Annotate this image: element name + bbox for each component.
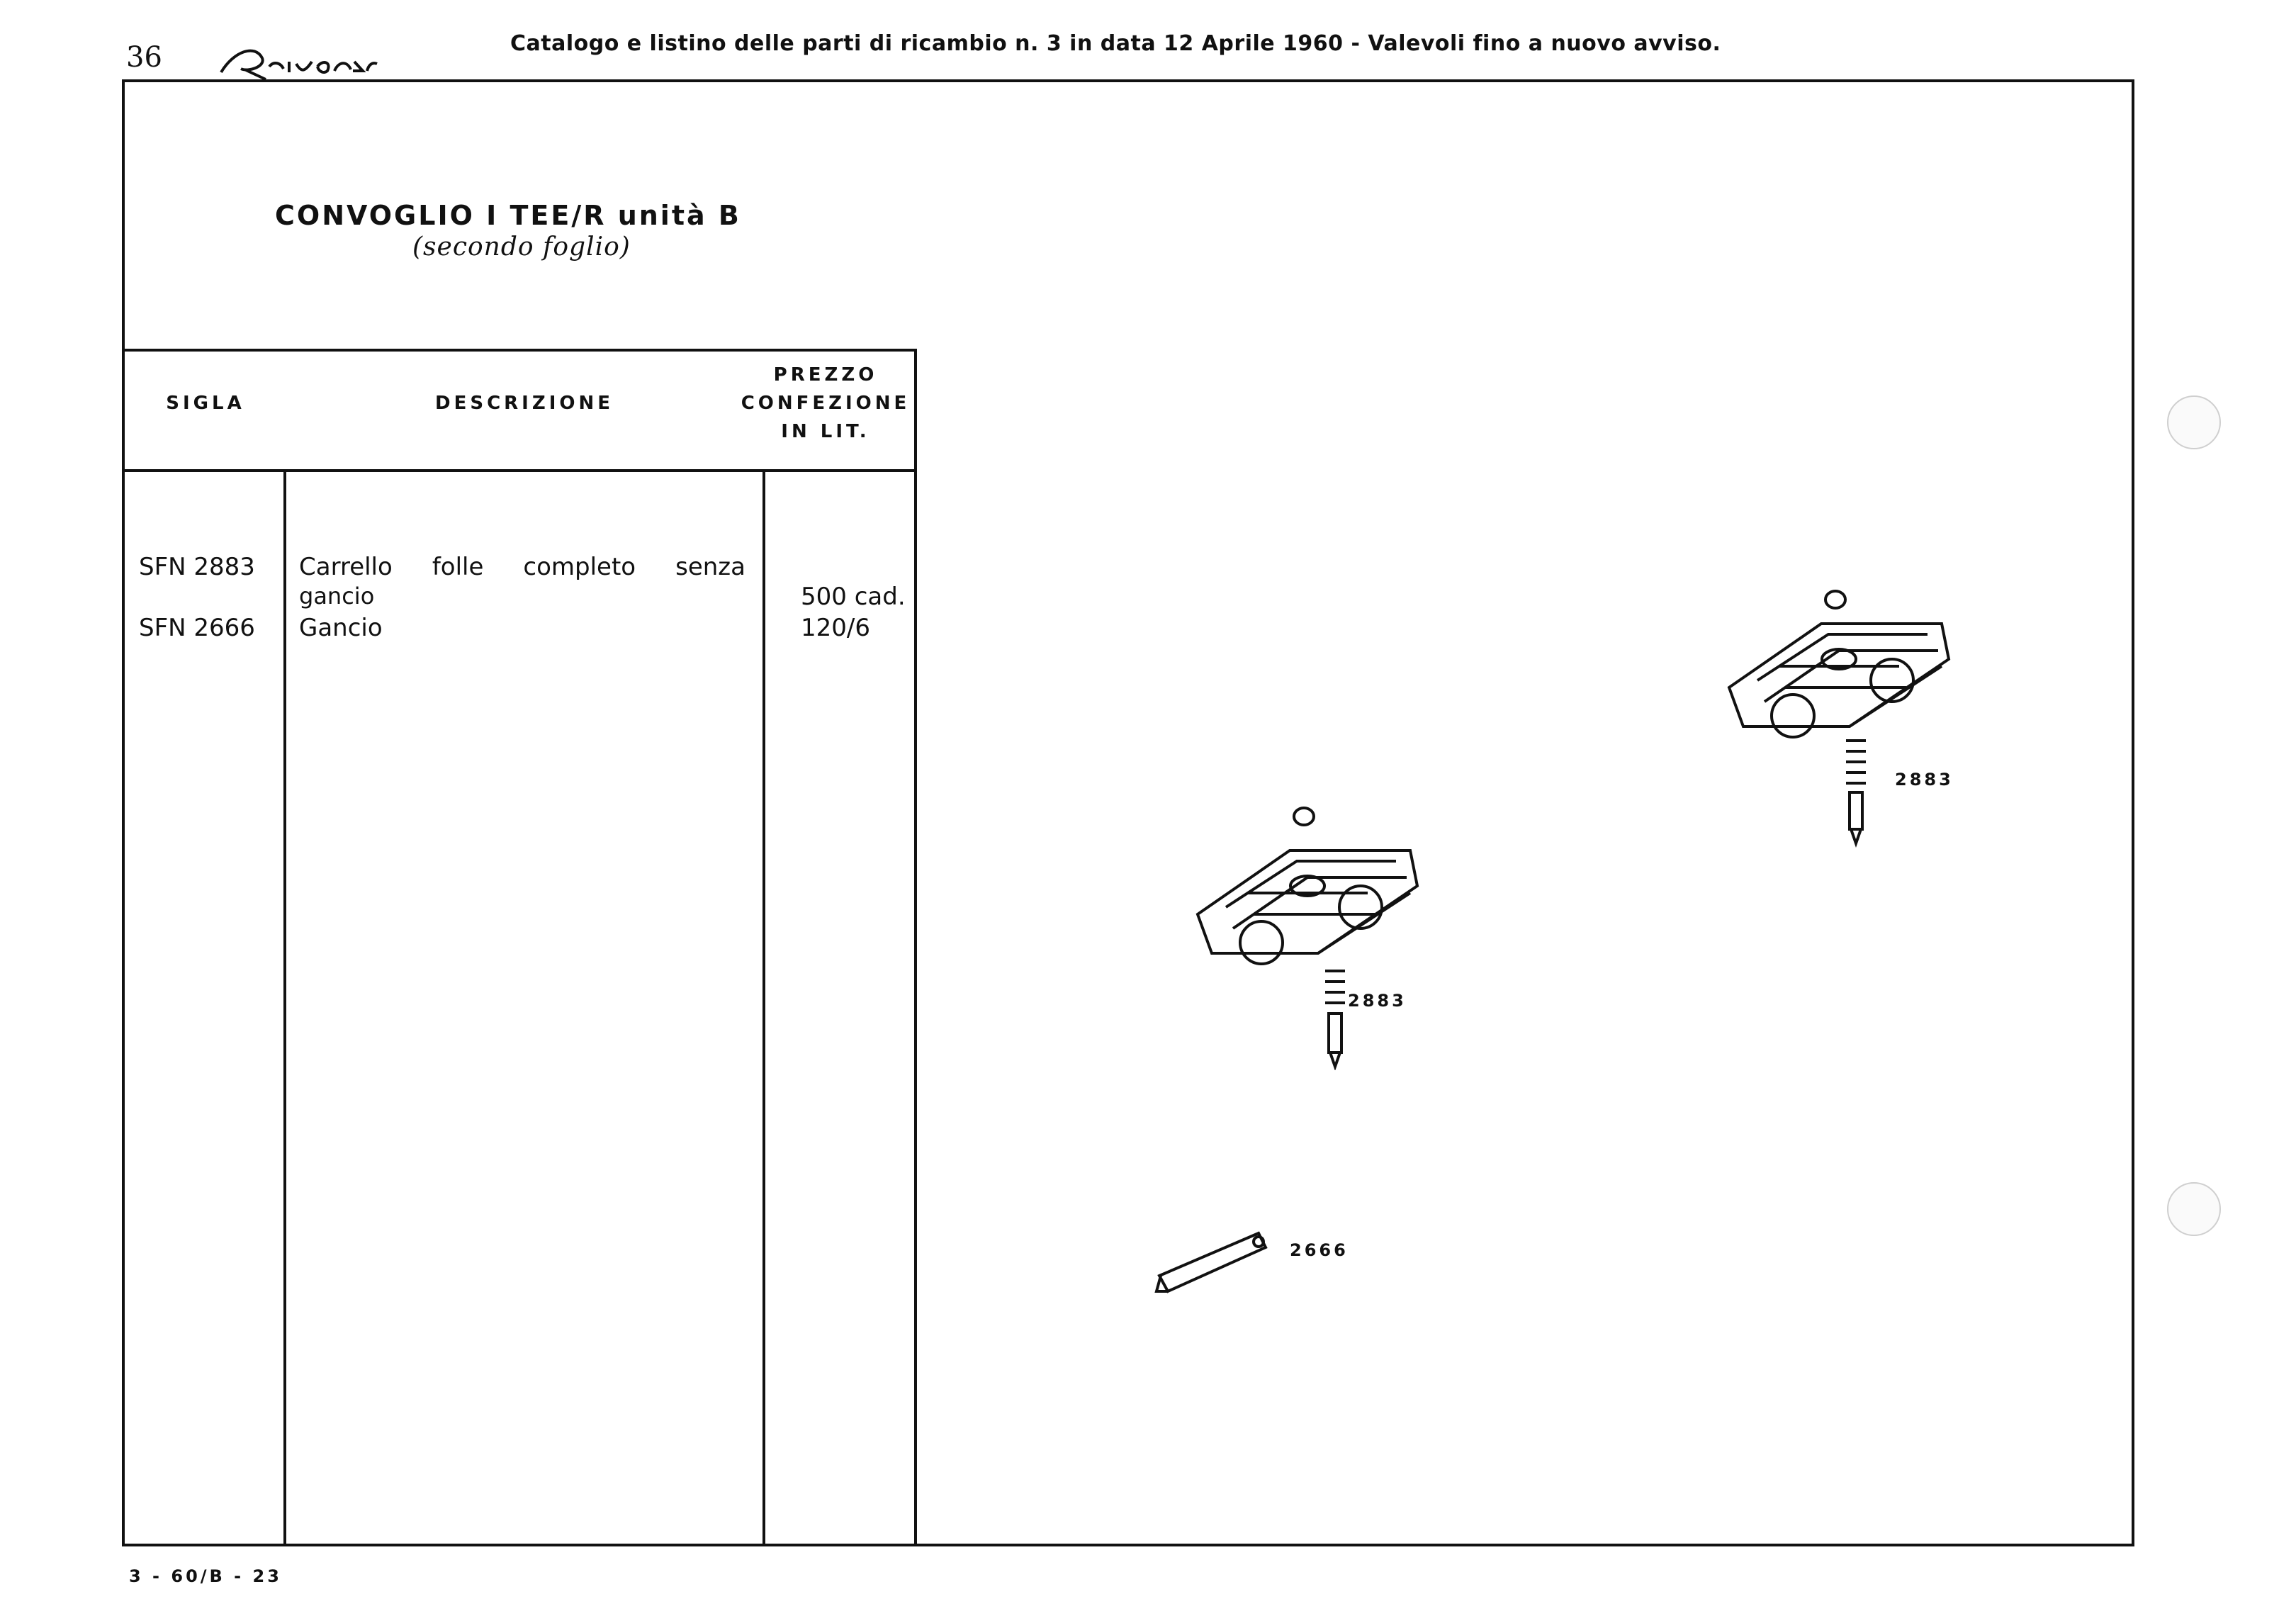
column-header-prezzo-line2: CONFEZIONE	[741, 393, 911, 414]
column-header-prezzo-line1: PREZZO	[773, 364, 878, 386]
table-top-rule	[122, 349, 917, 352]
column-header-sigla: SIGLA	[166, 393, 245, 414]
part-label: 2666	[1290, 1240, 1349, 1260]
table-row-descrizione: Carrello folle completo senza	[299, 553, 745, 581]
part-label: 2883	[1348, 991, 1407, 1011]
bogie-illustration-left	[1195, 807, 1419, 1070]
table-right-rule	[914, 349, 917, 1546]
column-header-descrizione: DESCRIZIONE	[435, 393, 614, 414]
table-divider-prezzo	[762, 469, 765, 1546]
table-row-descrizione: Gancio	[299, 614, 383, 642]
description-word: senza	[675, 553, 745, 581]
brand-logo	[220, 49, 378, 81]
punch-hole	[2167, 1182, 2221, 1236]
table-header-rule	[122, 469, 917, 472]
description-word: Carrello	[299, 553, 393, 581]
column-header-prezzo-line3: IN LIT.	[781, 421, 870, 442]
section-subtitle: (secondo foglio)	[412, 232, 631, 262]
footer-code: 3 - 60/B - 23	[129, 1566, 282, 1586]
part-label: 2883	[1895, 770, 1954, 790]
table-row-prezzo: 120/6	[801, 614, 870, 642]
table-row-prezzo: 500 cad.	[801, 583, 906, 611]
header-title: Catalogo e listino delle parti di ricamb…	[510, 31, 1721, 56]
hook-illustration	[1154, 1231, 1268, 1293]
table-divider-sigla	[283, 469, 286, 1546]
punch-hole	[2167, 395, 2221, 449]
table-row-sigla: SFN 2883	[139, 553, 255, 581]
description-word: completo	[523, 553, 636, 581]
section-title: CONVOGLIO I TEE/R unità B	[275, 200, 741, 231]
catalog-frame	[122, 79, 2134, 1546]
page-number: 36	[126, 41, 162, 74]
bogie-illustration-right	[1727, 590, 1951, 848]
description-word: folle	[432, 553, 484, 581]
table-row-sigla: SFN 2666	[139, 614, 255, 642]
table-row-descrizione-continued: gancio	[299, 583, 375, 610]
